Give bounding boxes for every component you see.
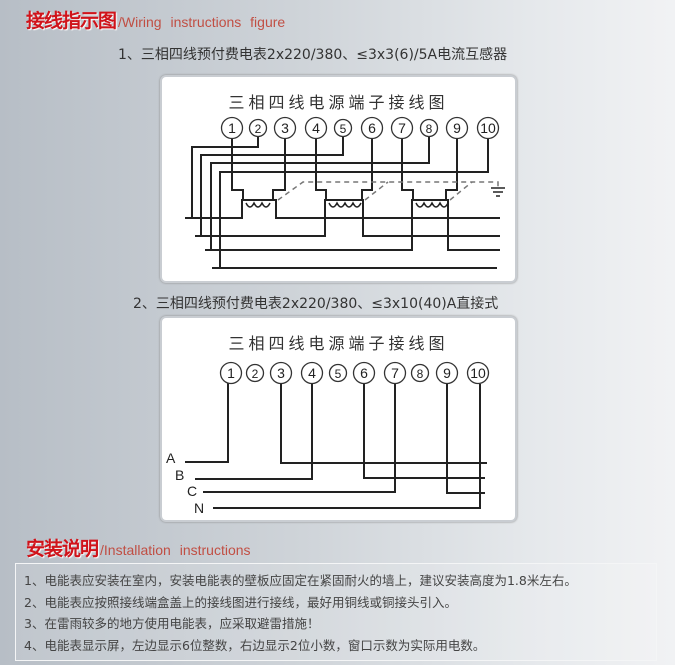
diagram1-title: 三相四线电源端子接线图: [228, 93, 449, 112]
terminal-circle: [383, 361, 407, 385]
diagram2-caption: 2、三相四线预付费电表2x220/380、≤3x10(40)A直接式: [133, 296, 499, 312]
phase-label-c: C: [187, 483, 197, 499]
terminal-circle: [360, 116, 384, 140]
terminal-circle: [476, 116, 500, 140]
terminal-number: 6: [360, 365, 368, 381]
terminal-circle: [390, 116, 414, 140]
terminal-circle: [328, 363, 348, 383]
terminal-number: 3: [277, 365, 285, 381]
terminal-number: 10: [470, 365, 486, 381]
terminal-circle: [445, 116, 469, 140]
terminal-circle: [300, 361, 324, 385]
diagram2-wiring: [185, 383, 487, 509]
install-heading: 安装说明 /Installation instructions: [26, 534, 251, 561]
terminal-circle: [220, 116, 244, 140]
terminal-circle: [245, 363, 265, 383]
terminal-circle: [273, 116, 297, 140]
terminal-circle: [410, 363, 430, 383]
instructions-box: 1、电能表应安装在室内，安装电能表的壁板应固定在紧固耐火的墙上，建议安装高度为1…: [15, 563, 657, 661]
terminal-number: 8: [426, 122, 433, 136]
install-heading-cn: 安装说明: [26, 538, 99, 560]
terminal-number: 5: [335, 367, 342, 381]
terminal-number: 7: [391, 365, 399, 381]
diagram2-panel: 三相四线电源端子接线图: [160, 316, 517, 522]
wiring-heading-en: /Wiring instructions figure: [118, 14, 286, 30]
terminal-number: 10: [480, 120, 496, 136]
terminal-number: 6: [368, 120, 376, 136]
diagram1-caption: 1、三相四线预付费电表2x220/380、≤3x3(6)/5A电流互感器: [118, 47, 508, 63]
wiring-heading-cn: 接线指示图: [26, 10, 117, 32]
install-heading-en: /Installation instructions: [100, 542, 251, 558]
diagram1-wiring: [185, 137, 505, 269]
terminal-circle: [269, 361, 293, 385]
terminal-number: 8: [417, 367, 424, 381]
terminal-number: 1: [227, 365, 235, 381]
terminal-number: 2: [252, 367, 259, 381]
terminal-circle: [304, 116, 328, 140]
instruction-item: 3、在雷雨较多的地方使用电能表，应采取避雷措施！: [24, 616, 320, 631]
terminal-number: 4: [312, 120, 320, 136]
terminal-circle: [219, 361, 243, 385]
terminal-circle: [466, 361, 490, 385]
diagram1-terminals: 1 2 3 4 5 6 7 8 9 10: [220, 116, 500, 140]
terminal-number: 2: [255, 122, 262, 136]
phase-labels: A B C N: [166, 450, 204, 516]
phase-label-a: A: [166, 450, 176, 466]
phase-label-b: B: [175, 467, 184, 483]
terminal-number: 1: [228, 120, 236, 136]
diagram2-terminals: 1 2 3 4 5 6 7 8 9 10: [219, 361, 490, 385]
terminal-circle: [333, 118, 353, 138]
diagram2-title: 三相四线电源端子接线图: [228, 334, 449, 353]
terminal-number: 5: [340, 122, 347, 136]
wiring-heading: 接线指示图 /Wiring instructions figure: [26, 6, 285, 33]
instruction-item: 2、电能表应按照接线端盒盖上的接线图进行接线，最好用铜线或铜接头引入。: [24, 595, 457, 610]
terminal-number: 7: [398, 120, 406, 136]
instruction-item: 4、电能表显示屏，左边显示6位整数，右边显示2位小数，窗口示数为实际用电数。: [24, 638, 486, 653]
terminal-circle: [435, 361, 459, 385]
terminal-circle: [352, 361, 376, 385]
terminal-number: 3: [281, 120, 289, 136]
terminal-number: 9: [453, 120, 461, 136]
terminal-number: 4: [308, 365, 316, 381]
terminal-circle: [248, 118, 268, 138]
instruction-item: 1、电能表应安装在室内，安装电能表的壁板应固定在紧固耐火的墙上，建议安装高度为1…: [24, 573, 577, 588]
phase-label-n: N: [194, 500, 204, 516]
terminal-circle: [419, 118, 439, 138]
terminal-number: 9: [443, 365, 451, 381]
